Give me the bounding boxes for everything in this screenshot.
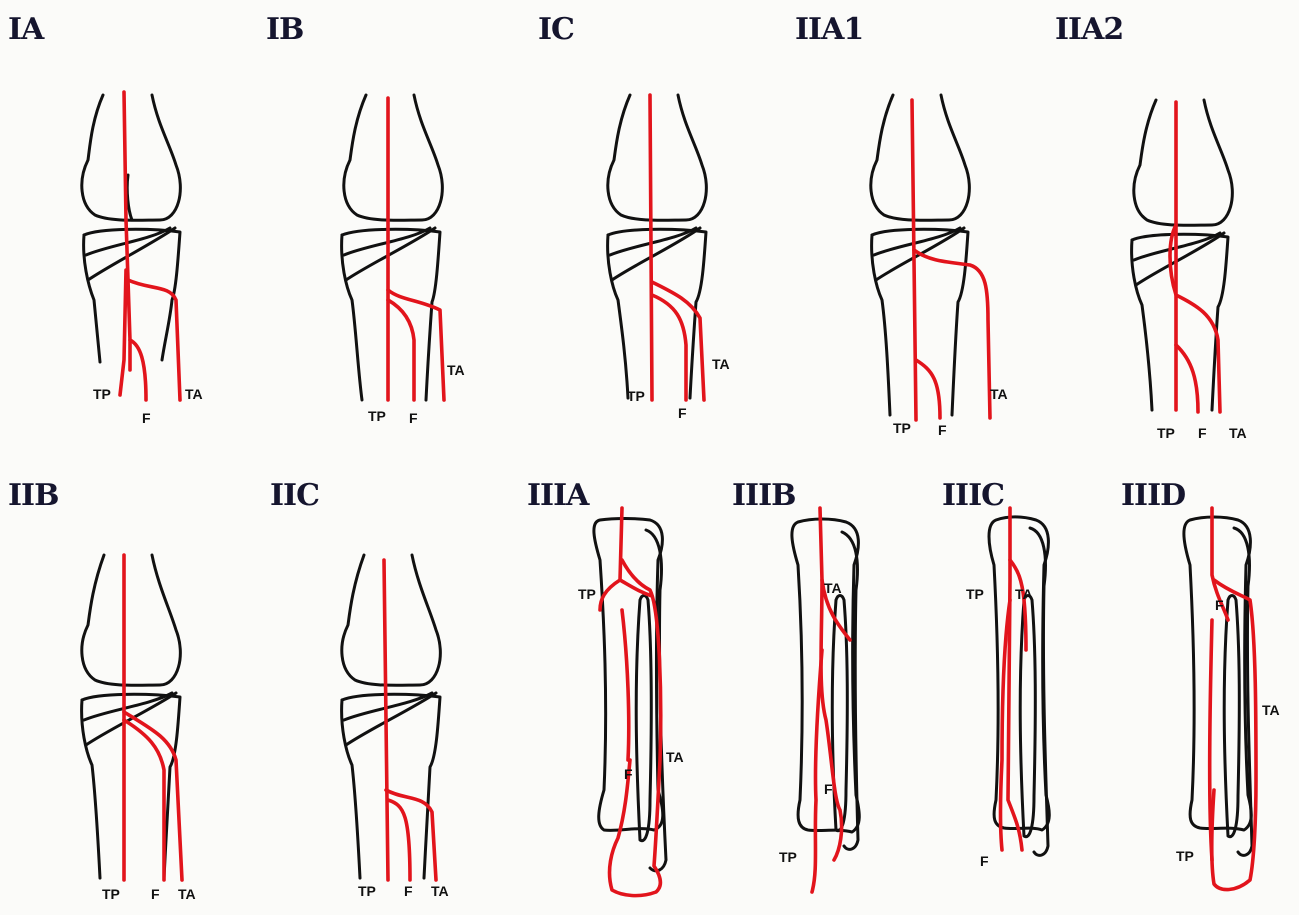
label-tp: TP <box>358 883 376 899</box>
panel-title: IIID <box>1121 478 1185 513</box>
label-f: F <box>1215 597 1224 613</box>
label-tp: TP <box>893 420 911 436</box>
panel-title: IIB <box>8 478 58 513</box>
artery-path <box>388 98 444 400</box>
label-f: F <box>624 766 633 782</box>
label-ta: TA <box>712 356 730 372</box>
artery-path <box>124 555 182 880</box>
bone-outline <box>1184 517 1252 855</box>
panel-title: IIIA <box>527 478 588 513</box>
label-f: F <box>151 886 160 902</box>
label-f: F <box>142 410 151 426</box>
label-ta: TA <box>666 749 684 765</box>
label-tp: TP <box>1176 848 1194 864</box>
label-tp: TP <box>102 886 120 902</box>
panel-title: IB <box>266 12 303 47</box>
label-ta: TA <box>1262 702 1280 718</box>
artery-path <box>650 95 704 400</box>
panel-title: IIA1 <box>795 12 863 47</box>
label-tp: TP <box>578 586 596 602</box>
label-f: F <box>824 781 833 797</box>
artery-path <box>912 100 990 420</box>
label-ta: TA <box>1229 425 1247 441</box>
label-f: F <box>404 883 413 899</box>
bone-outline <box>792 519 859 849</box>
label-ta: TA <box>431 883 449 899</box>
panel-title: IC <box>538 12 574 47</box>
bone-outline <box>608 95 707 398</box>
label-ta: TA <box>178 886 196 902</box>
bone-outline <box>989 517 1049 855</box>
label-ta: TA <box>1015 586 1033 602</box>
artery-path <box>1170 102 1220 412</box>
label-tp: TP <box>1157 425 1175 441</box>
label-tp: TP <box>779 849 797 865</box>
label-tp: TP <box>93 386 111 402</box>
panel-title: IIC <box>270 478 319 513</box>
label-f: F <box>409 410 418 426</box>
bone-outline <box>342 95 443 400</box>
label-ta: TA <box>990 386 1008 402</box>
artery-path <box>120 92 180 400</box>
label-f: F <box>678 405 687 421</box>
label-f: F <box>938 422 947 438</box>
panel-title: IA <box>8 12 43 47</box>
label-tp: TP <box>627 388 645 404</box>
label-tp: TP <box>368 408 386 424</box>
panel-title: IIA2 <box>1055 12 1123 47</box>
panel-title: IIIB <box>732 478 795 513</box>
label-ta: TA <box>824 580 842 596</box>
bone-outline <box>342 555 441 878</box>
label-ta: TA <box>447 362 465 378</box>
label-f: F <box>980 853 989 869</box>
leg-diagram-iiid <box>0 0 1 1</box>
label-f: F <box>1198 425 1207 441</box>
label-tp: TP <box>966 586 984 602</box>
label-ta: TA <box>185 386 203 402</box>
panel-title: IIIC <box>942 478 1004 513</box>
